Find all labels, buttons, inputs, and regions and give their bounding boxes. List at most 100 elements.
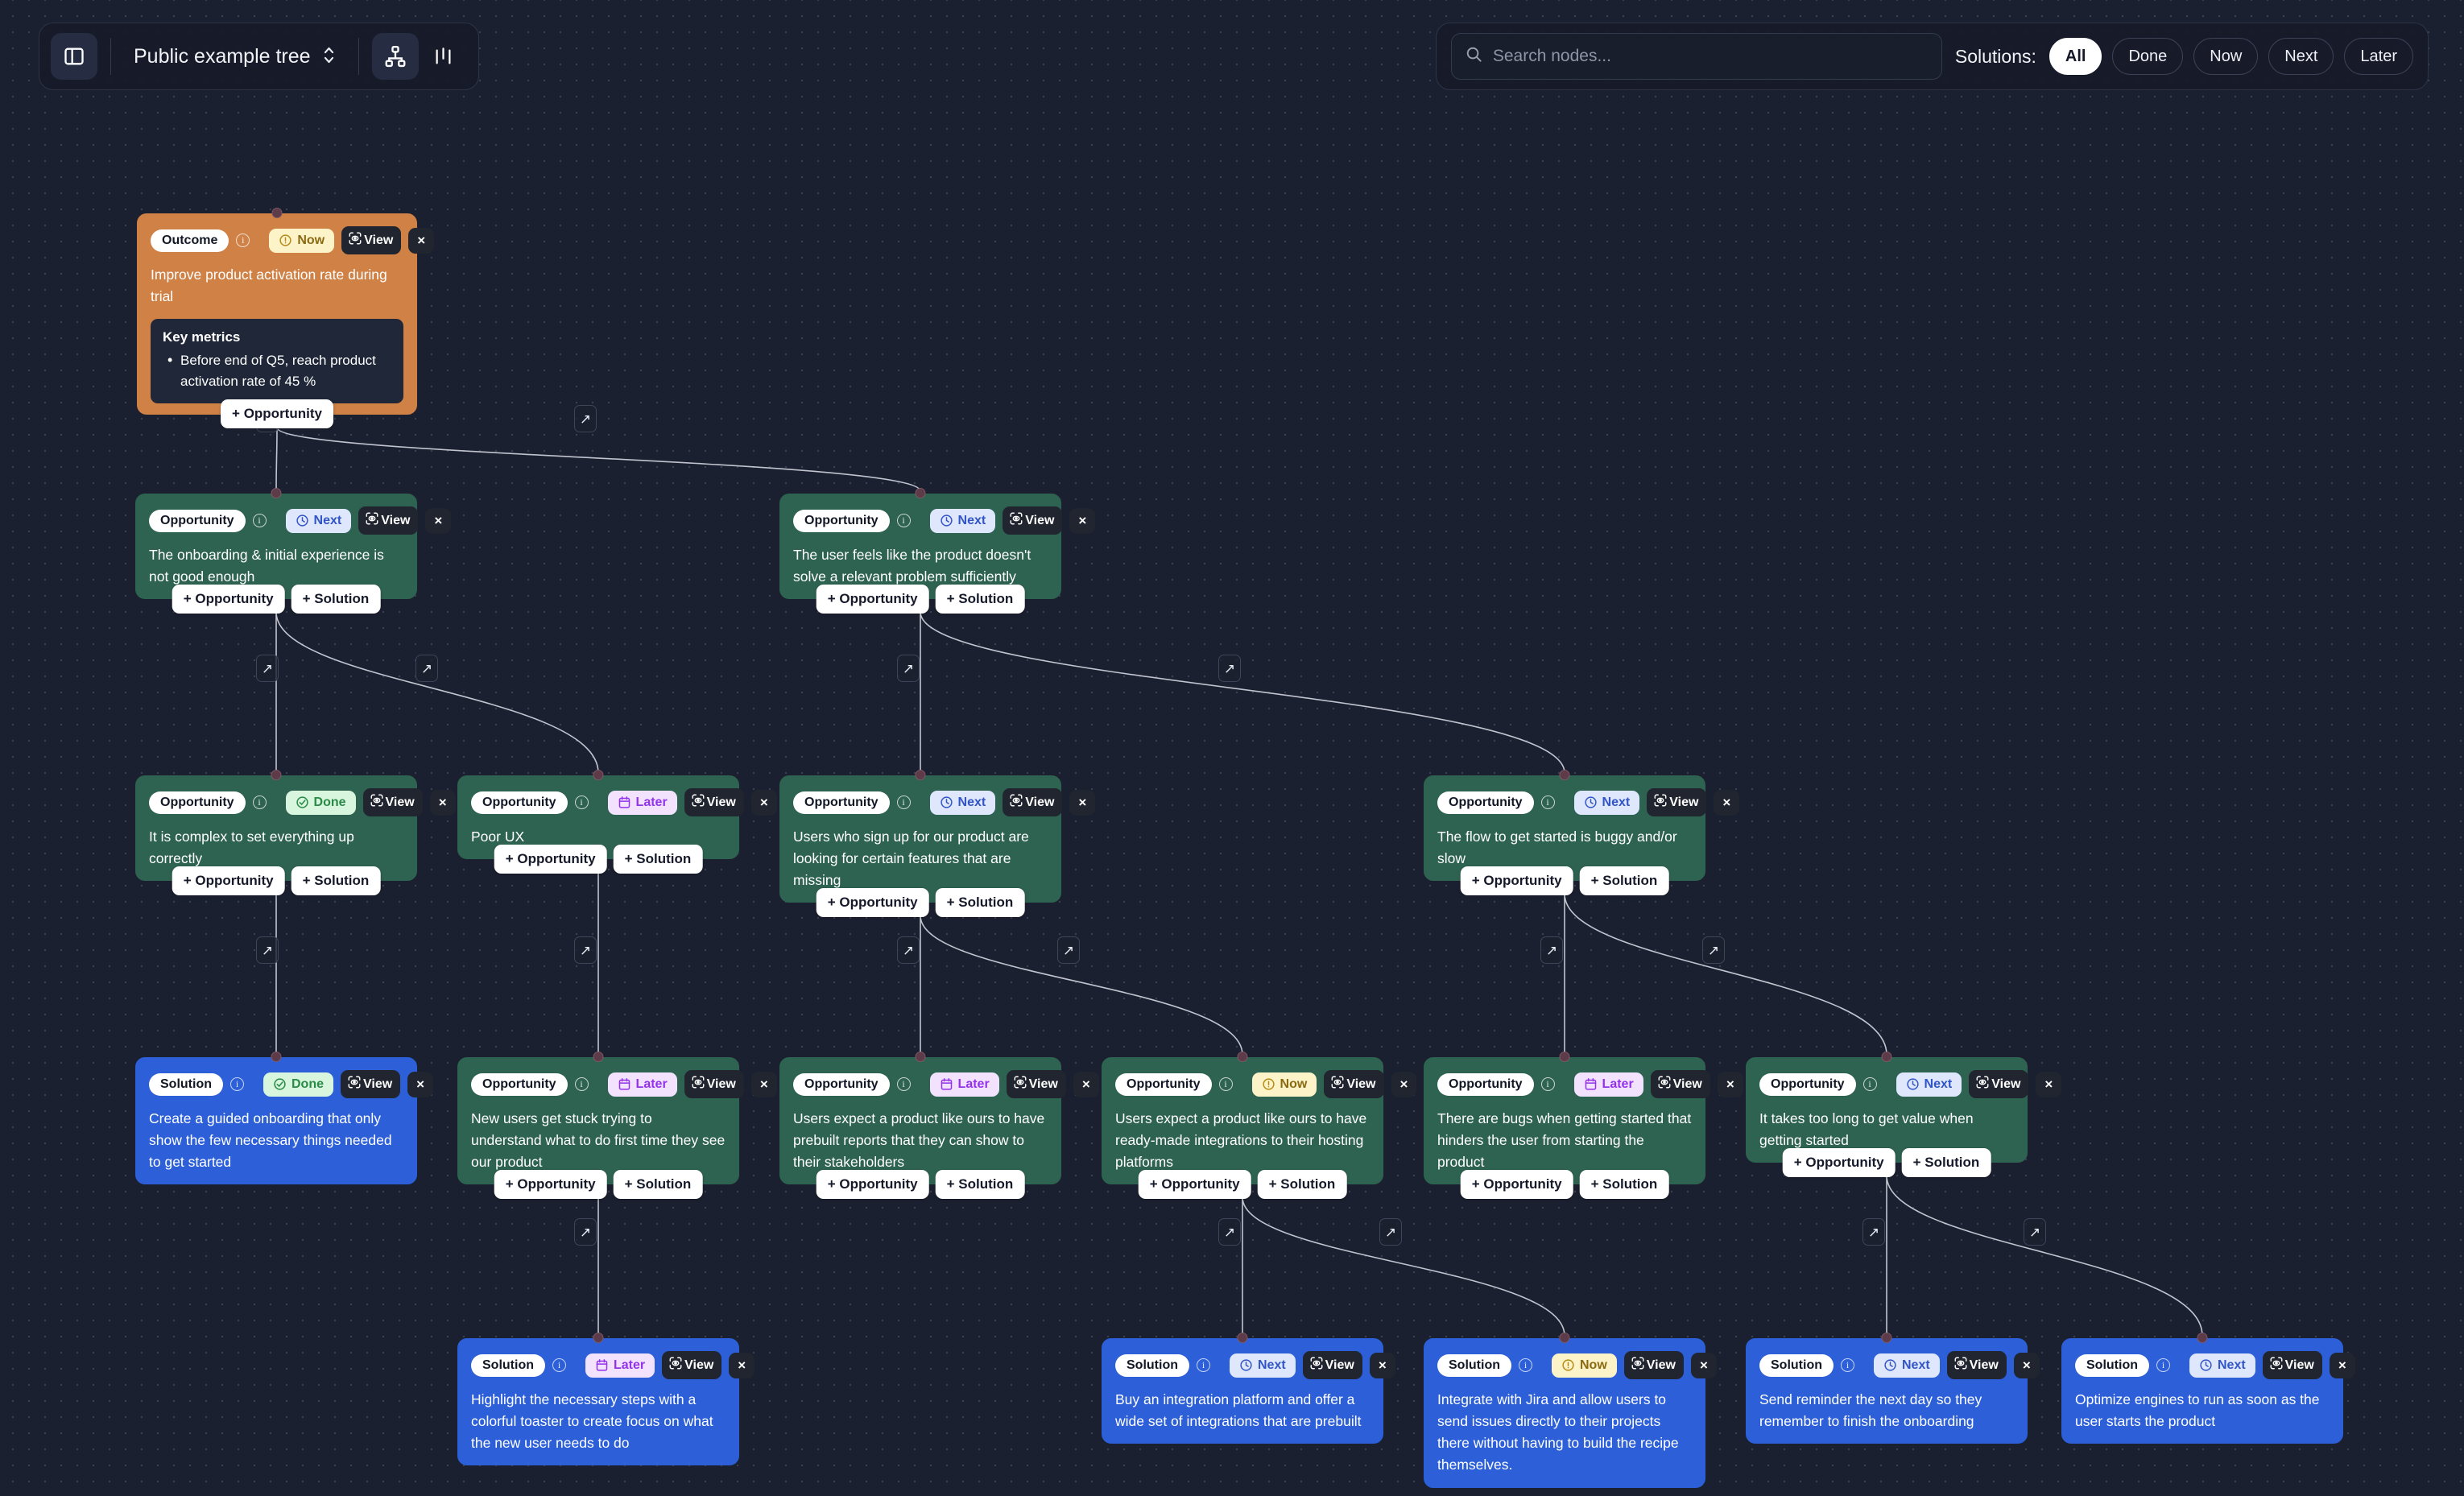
view-button[interactable]: View bbox=[341, 226, 402, 254]
edge-arrow-icon[interactable]: ↗ bbox=[574, 1218, 597, 1246]
close-node-button[interactable]: × bbox=[1717, 1071, 1743, 1097]
status-badge-done[interactable]: Done bbox=[263, 1072, 333, 1097]
add-opportunity-button[interactable]: + Opportunity bbox=[816, 888, 929, 918]
close-node-button[interactable]: × bbox=[429, 789, 456, 816]
edge-arrow-icon[interactable]: ↗ bbox=[1379, 1218, 1402, 1246]
info-icon[interactable]: i bbox=[574, 1077, 589, 1091]
view-button[interactable]: View bbox=[1302, 1351, 1362, 1379]
add-solution-button[interactable]: + Solution bbox=[1257, 1170, 1347, 1200]
info-icon[interactable]: i bbox=[1862, 1077, 1877, 1091]
info-icon[interactable]: i bbox=[1540, 1077, 1555, 1091]
close-node-button[interactable]: × bbox=[1069, 789, 1096, 816]
sidebar-toggle-button[interactable] bbox=[51, 33, 97, 80]
close-node-button[interactable]: × bbox=[408, 227, 435, 254]
edge-arrow-icon[interactable]: ↗ bbox=[897, 655, 920, 682]
outcome-node[interactable]: Outcome i Now View × Improve product act… bbox=[137, 208, 435, 429]
close-node-button[interactable]: × bbox=[750, 789, 777, 816]
status-badge-next[interactable]: Next bbox=[1229, 1353, 1296, 1378]
tree-title-selector[interactable]: Public example tree bbox=[124, 45, 345, 68]
view-button[interactable]: View bbox=[1324, 1070, 1384, 1098]
status-badge-next[interactable]: Next bbox=[929, 508, 996, 533]
info-icon[interactable]: i bbox=[552, 1358, 566, 1372]
add-solution-button[interactable]: + Solution bbox=[613, 845, 703, 874]
filter-now-button[interactable]: Now bbox=[2193, 38, 2259, 75]
status-badge-next[interactable]: Next bbox=[2189, 1353, 2255, 1378]
view-button[interactable]: View bbox=[362, 788, 423, 816]
add-solution-button[interactable]: + Solution bbox=[613, 1170, 703, 1200]
close-node-button[interactable]: × bbox=[1069, 507, 1096, 534]
view-button[interactable]: View bbox=[1003, 788, 1063, 816]
info-icon[interactable]: i bbox=[1196, 1358, 1210, 1372]
add-opportunity-button[interactable]: + Opportunity bbox=[1138, 1170, 1251, 1200]
opportunity-node[interactable]: Opportunity i Next View × The user feels… bbox=[779, 488, 1096, 614]
edge-arrow-icon[interactable]: ↗ bbox=[1057, 936, 1080, 964]
add-solution-button[interactable]: + Solution bbox=[1901, 1148, 1991, 1178]
info-icon[interactable]: i bbox=[574, 796, 589, 809]
close-node-button[interactable]: × bbox=[407, 1071, 434, 1097]
info-icon[interactable]: i bbox=[896, 796, 911, 809]
status-badge-next[interactable]: Next bbox=[1873, 1353, 1940, 1378]
close-node-button[interactable]: × bbox=[2013, 1352, 2040, 1378]
view-button[interactable]: View bbox=[1623, 1351, 1684, 1379]
opportunity-node[interactable]: Opportunity i Next View × Users who sign… bbox=[779, 770, 1096, 918]
status-badge-later[interactable]: Later bbox=[1573, 1072, 1643, 1097]
opportunity-node[interactable]: Opportunity i Now View × Users expect a … bbox=[1102, 1052, 1417, 1200]
close-node-button[interactable]: × bbox=[1714, 789, 1740, 816]
close-node-button[interactable]: × bbox=[1073, 1071, 1099, 1097]
filter-done-button[interactable]: Done bbox=[2112, 38, 2184, 75]
status-badge-now[interactable]: Now bbox=[269, 228, 335, 253]
solution-node[interactable]: Solution i Next View × Optimize engines … bbox=[2061, 1333, 2355, 1444]
info-icon[interactable]: i bbox=[1540, 796, 1555, 809]
view-button[interactable]: View bbox=[684, 788, 744, 816]
add-opportunity-button[interactable]: + Opportunity bbox=[1460, 866, 1573, 896]
edge-arrow-icon[interactable]: ↗ bbox=[415, 655, 438, 682]
edge-arrow-icon[interactable]: ↗ bbox=[1540, 936, 1563, 964]
info-icon[interactable]: i bbox=[252, 796, 267, 809]
close-node-button[interactable]: × bbox=[2329, 1352, 2355, 1378]
add-solution-button[interactable]: + Solution bbox=[291, 585, 381, 614]
edge-arrow-icon[interactable]: ↗ bbox=[256, 655, 279, 682]
status-badge-next[interactable]: Next bbox=[285, 508, 352, 533]
add-solution-button[interactable]: + Solution bbox=[291, 866, 381, 896]
status-badge-next[interactable]: Next bbox=[1896, 1072, 1962, 1097]
info-icon[interactable]: i bbox=[1518, 1358, 1532, 1372]
opportunity-node[interactable]: Opportunity i Later View × There are bug… bbox=[1424, 1052, 1743, 1200]
status-badge-later[interactable]: Later bbox=[607, 790, 677, 815]
add-solution-button[interactable]: + Solution bbox=[1579, 1170, 1669, 1200]
status-badge-later[interactable]: Later bbox=[929, 1072, 999, 1097]
edge-arrow-icon[interactable]: ↗ bbox=[1702, 936, 1725, 964]
view-button[interactable]: View bbox=[1003, 506, 1063, 535]
view-button[interactable]: View bbox=[684, 1070, 744, 1098]
info-icon[interactable]: i bbox=[229, 1077, 244, 1091]
solution-node[interactable]: Solution i Done View × Create a guided o… bbox=[135, 1052, 434, 1185]
add-solution-button[interactable]: + Solution bbox=[1579, 866, 1669, 896]
close-node-button[interactable]: × bbox=[1391, 1071, 1417, 1097]
add-opportunity-button[interactable]: + Opportunity bbox=[494, 1170, 607, 1200]
edge-arrow-icon[interactable]: ↗ bbox=[256, 936, 279, 964]
solution-node[interactable]: Solution i Later View × Highlight the ne… bbox=[457, 1333, 755, 1466]
edge-arrow-icon[interactable]: ↗ bbox=[897, 936, 920, 964]
status-badge-done[interactable]: Done bbox=[285, 790, 356, 815]
edge-arrow-icon[interactable]: ↗ bbox=[2024, 1218, 2046, 1246]
tree-view-icon[interactable] bbox=[371, 33, 419, 80]
close-node-button[interactable]: × bbox=[425, 507, 452, 534]
solution-node[interactable]: Solution i Next View × Buy an integratio… bbox=[1102, 1333, 1395, 1444]
status-badge-later[interactable]: Later bbox=[585, 1353, 655, 1378]
edge-arrow-icon[interactable]: ↗ bbox=[574, 405, 597, 432]
info-icon[interactable]: i bbox=[896, 1077, 911, 1091]
view-button[interactable]: View bbox=[2262, 1351, 2322, 1379]
opportunity-node[interactable]: Opportunity i Next View × It takes too l… bbox=[1746, 1052, 2062, 1178]
view-button[interactable]: View bbox=[1006, 1070, 1066, 1098]
filter-next-button[interactable]: Next bbox=[2268, 38, 2334, 75]
info-icon[interactable]: i bbox=[2156, 1358, 2170, 1372]
status-badge-next[interactable]: Next bbox=[929, 790, 996, 815]
view-button[interactable]: View bbox=[1969, 1070, 2029, 1098]
view-button[interactable]: View bbox=[1647, 788, 1707, 816]
add-solution-button[interactable]: + Solution bbox=[935, 1170, 1025, 1200]
info-icon[interactable]: i bbox=[1840, 1358, 1854, 1372]
opportunity-node[interactable]: Opportunity i Done View × It is complex … bbox=[135, 770, 456, 896]
add-opportunity-button[interactable]: + Opportunity bbox=[221, 399, 333, 429]
info-icon[interactable]: i bbox=[236, 233, 250, 247]
close-node-button[interactable]: × bbox=[1690, 1352, 1717, 1378]
